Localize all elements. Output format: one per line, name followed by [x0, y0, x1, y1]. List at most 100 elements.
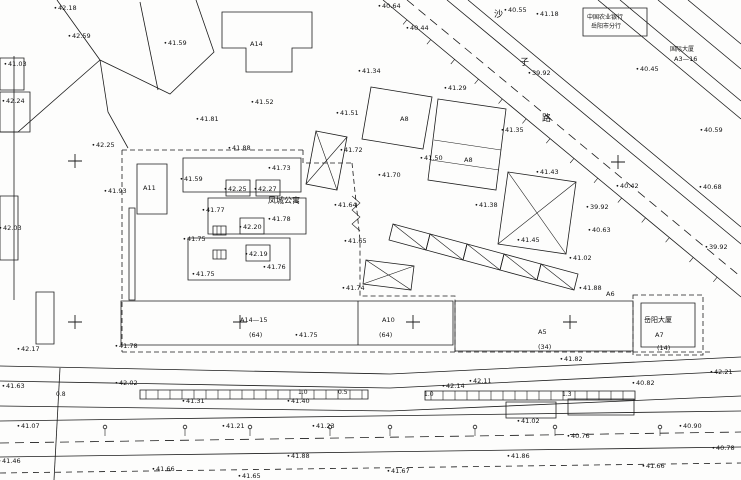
survey-point-dot — [222, 424, 225, 427]
building-block — [188, 238, 290, 280]
survey-point-dot — [180, 177, 183, 180]
road-edge — [598, 0, 741, 119]
survey-point-dot — [569, 256, 572, 259]
survey-point-dot — [406, 26, 409, 29]
survey-point-dot — [192, 272, 195, 275]
small-building — [0, 58, 24, 90]
elevation-label: 41.02 — [521, 417, 540, 425]
survey-point-dot — [68, 34, 71, 37]
survey-point-dot — [254, 187, 257, 190]
survey-point-dot — [17, 424, 20, 427]
elevation-label: 41.64 — [338, 201, 357, 209]
survey-point-dot — [636, 67, 639, 70]
grid-cross — [406, 315, 420, 329]
road-structure-hatched — [568, 399, 634, 415]
street-lamp-icon — [658, 425, 662, 429]
survey-point-dot — [642, 464, 645, 467]
elevation-label: 41.78 — [119, 342, 138, 350]
road-edge — [468, 0, 741, 227]
survey-point-dot — [239, 225, 242, 228]
survey-point-dot — [579, 286, 582, 289]
building-a11-outline — [137, 164, 167, 214]
survey-point-dot — [387, 469, 390, 472]
elevation-label: 40.68 — [703, 183, 722, 191]
elevation-label: 42.20 — [243, 223, 262, 231]
row-buildings — [121, 301, 695, 351]
elevation-label: 41.93 — [108, 187, 127, 195]
elevation-label: 40.78 — [716, 444, 735, 452]
place-name-label: 国际大厦 — [670, 45, 694, 53]
elevation-label: 41.66 — [156, 465, 175, 473]
elevation-label: 41.75 — [299, 331, 318, 339]
awning-diagonal — [541, 264, 574, 290]
distance-label: 1.3 — [562, 391, 572, 398]
road-tick — [642, 218, 646, 223]
hatched-buildings — [306, 87, 578, 290]
road-tick — [499, 99, 503, 104]
grid-cross — [563, 315, 577, 329]
survey-point-dot — [245, 252, 248, 255]
road-tick — [713, 277, 717, 282]
grid-cross — [233, 315, 247, 329]
small-building — [36, 292, 54, 344]
elevation-label: 41.74 — [346, 284, 365, 292]
elevation-label: 40.44 — [410, 24, 429, 32]
elevation-label: 42.14 — [446, 382, 465, 390]
survey-point-dot — [700, 128, 703, 131]
survey-point-dot — [202, 208, 205, 211]
elevation-label: 42.03 — [3, 224, 22, 232]
building-number-label: A3—16 — [674, 55, 697, 63]
survey-point-dot — [567, 434, 570, 437]
elevation-label: 41.02 — [573, 254, 592, 262]
hatch-x — [306, 131, 347, 190]
elevation-label: 42.19 — [249, 250, 268, 258]
survey-point-dot — [342, 286, 345, 289]
yueyang-tower-outline — [641, 303, 695, 347]
elevation-label: 41.31 — [186, 397, 205, 405]
elevation-label: 41.88 — [232, 144, 251, 152]
survey-point-dot — [152, 467, 155, 470]
survey-point-dot — [420, 156, 423, 159]
survey-point-dot — [196, 117, 199, 120]
survey-point-dot — [336, 111, 339, 114]
street-curb — [0, 371, 741, 388]
survey-point-dot — [115, 381, 118, 384]
road-structure-hatched — [506, 402, 556, 418]
street-dashed-line — [0, 463, 741, 473]
elevation-label: 41.43 — [540, 168, 559, 176]
elevation-label: 41.65 — [348, 237, 367, 245]
survey-point-dot — [2, 384, 5, 387]
building-outline — [428, 99, 506, 190]
distance-label: 0.5 — [338, 389, 348, 396]
elevation-label: 41.77 — [206, 206, 225, 214]
elevation-label: 40.59 — [704, 126, 723, 134]
survey-point-dot — [183, 237, 186, 240]
elevation-label: 42.24 — [6, 97, 25, 105]
distance-label: 1.0 — [298, 389, 308, 396]
road-tick — [689, 257, 693, 262]
elevation-label: 41.52 — [255, 98, 274, 106]
building-number-label: A8 — [464, 156, 473, 164]
street-lamp-icon — [183, 425, 187, 429]
survey-point-dot — [104, 189, 107, 192]
survey-point-dot — [705, 245, 708, 248]
elevation-label: 41.73 — [272, 164, 291, 172]
survey-point-dot — [469, 379, 472, 382]
elevation-label: 41.50 — [424, 154, 443, 162]
elevation-label: 41.38 — [479, 201, 498, 209]
street-lamp-icon — [248, 425, 252, 429]
elevation-label: 41.81 — [200, 115, 219, 123]
awning-diagonal — [467, 244, 500, 270]
elevation-label: 41.40 — [291, 397, 310, 405]
survey-point-dot — [115, 344, 118, 347]
bottom-streets — [0, 357, 741, 480]
elevation-label: 40.55 — [508, 6, 527, 14]
street-name-char: 路 — [542, 112, 551, 124]
elevation-label: 41.70 — [382, 171, 401, 179]
survey-point-dot — [475, 203, 478, 206]
building-number-label: (64) — [249, 331, 262, 339]
stair-marks — [217, 250, 221, 259]
elevation-label: 41.82 — [564, 355, 583, 363]
